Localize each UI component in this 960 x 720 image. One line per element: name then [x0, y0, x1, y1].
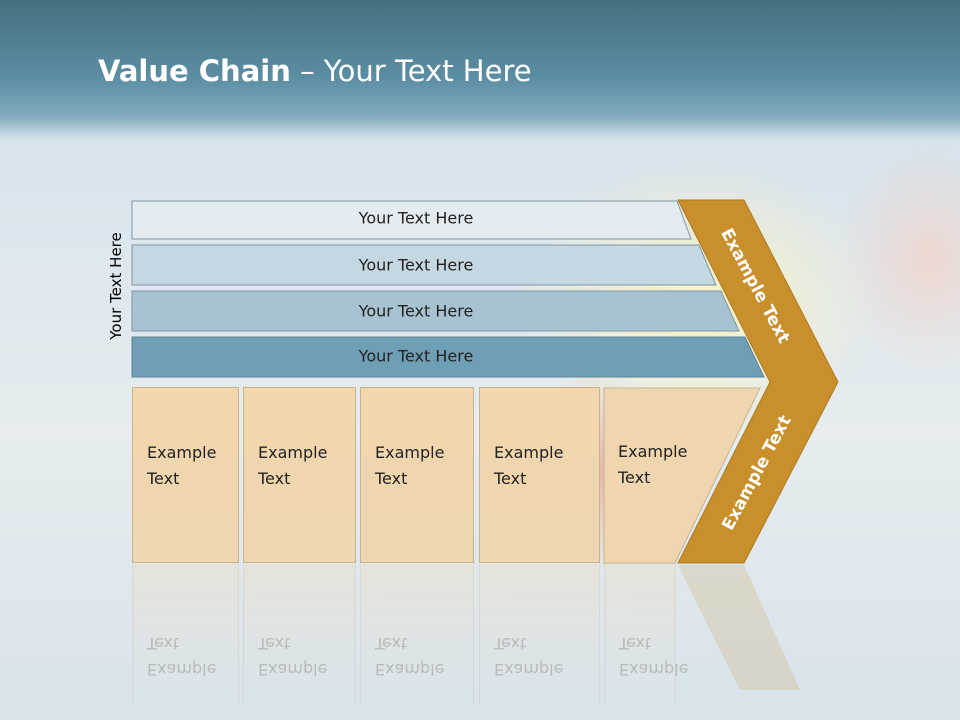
box-5-line1: Example	[618, 442, 688, 461]
bar-2	[131, 244, 717, 286]
box-2-line2: Text	[258, 469, 291, 488]
bar-4-label: Your Text Here	[358, 347, 474, 366]
title-bold: Value Chain	[98, 54, 291, 88]
bar-2-label: Your Text Here	[358, 256, 474, 275]
box-5-shape	[603, 387, 761, 564]
header-band	[0, 0, 960, 140]
box-3-line1: Example	[375, 443, 445, 462]
bar-3-label: Your Text Here	[358, 302, 474, 321]
box-4-line1: Example	[494, 443, 564, 462]
box-5-line2: Text	[618, 468, 651, 487]
bar-1	[131, 200, 692, 240]
box-2-line1: Example	[258, 443, 328, 462]
bar-4	[131, 336, 765, 378]
chevron-reflection	[678, 565, 800, 690]
bar-3	[131, 290, 740, 332]
box-1-line1: Example	[147, 443, 217, 462]
box-3-line2: Text	[375, 469, 408, 488]
box-1-line2: Text	[147, 469, 180, 488]
box-4-line2: Text	[494, 469, 527, 488]
slide-title: Value Chain – Your Text Here	[98, 54, 532, 88]
chevron-arrow	[677, 199, 839, 564]
title-rest: – Your Text Here	[290, 54, 532, 88]
bar-1-label: Your Text Here	[358, 209, 474, 228]
